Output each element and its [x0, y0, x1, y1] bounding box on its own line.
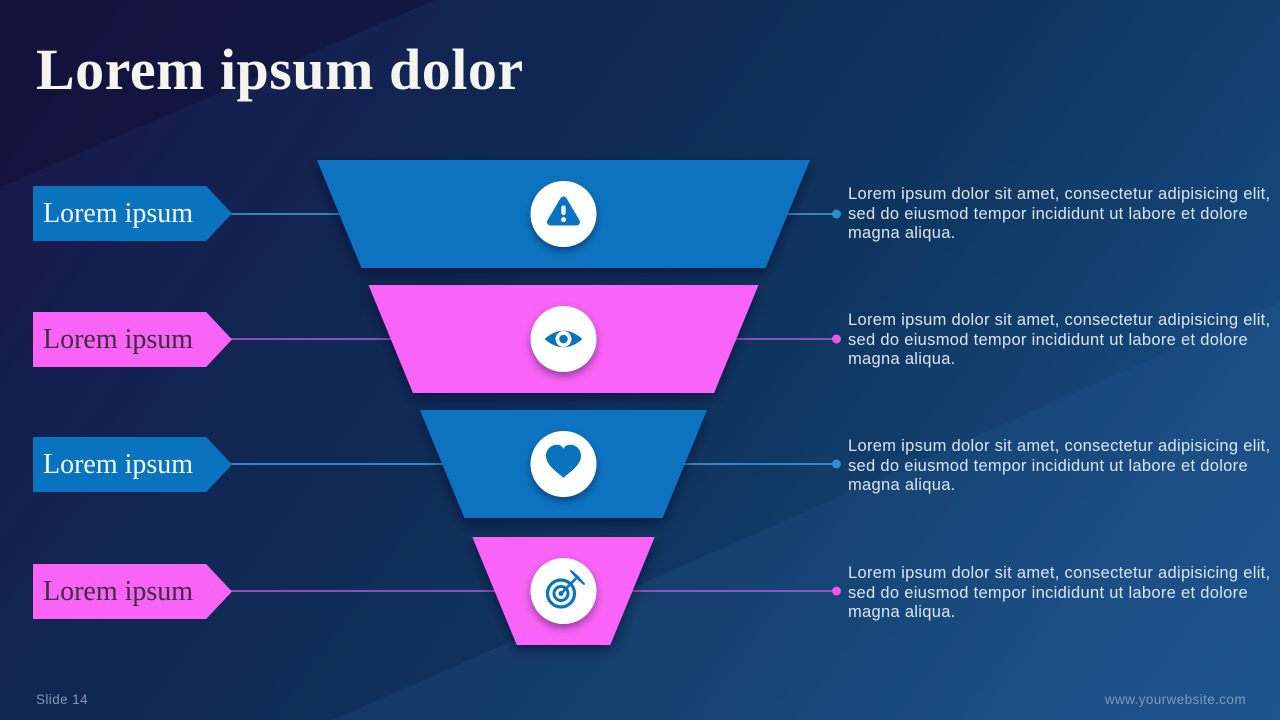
funnel-description-3: Lorem ipsum dolor sit amet, consectetur … — [848, 437, 1271, 494]
website-url: www.yourwebsite.com — [1104, 692, 1246, 707]
funnel-label-3: Lorem ipsum — [33, 437, 232, 492]
connector-dot-1 — [832, 209, 841, 219]
funnel-label-4-text: Lorem ipsum — [43, 575, 194, 607]
slide-title: Lorem ipsum dolor — [36, 37, 524, 102]
funnel-label-2-text: Lorem ipsum — [43, 323, 194, 355]
eye-icon — [530, 306, 597, 372]
funnel-description-1: Lorem ipsum dolor sit amet, consectetur … — [848, 185, 1271, 242]
funnel-label-2: Lorem ipsum — [33, 312, 232, 367]
funnel-label-1-text: Lorem ipsum — [43, 197, 194, 229]
warning-icon — [530, 181, 597, 247]
funnel-description-2: Lorem ipsum dolor sit amet, consectetur … — [848, 311, 1271, 368]
funnel-label-1: Lorem ipsum — [33, 186, 232, 241]
funnel-label-4: Lorem ipsum — [33, 564, 232, 619]
funnel-description-4: Lorem ipsum dolor sit amet, consectetur … — [848, 564, 1271, 621]
connector-dot-2 — [832, 334, 841, 344]
target-icon — [530, 558, 597, 624]
heart-icon — [530, 431, 597, 497]
connector-dot-4 — [832, 586, 841, 596]
connector-dot-3 — [832, 459, 841, 469]
slide-number: Slide 14 — [36, 692, 88, 707]
funnel-label-3-text: Lorem ipsum — [43, 448, 194, 480]
